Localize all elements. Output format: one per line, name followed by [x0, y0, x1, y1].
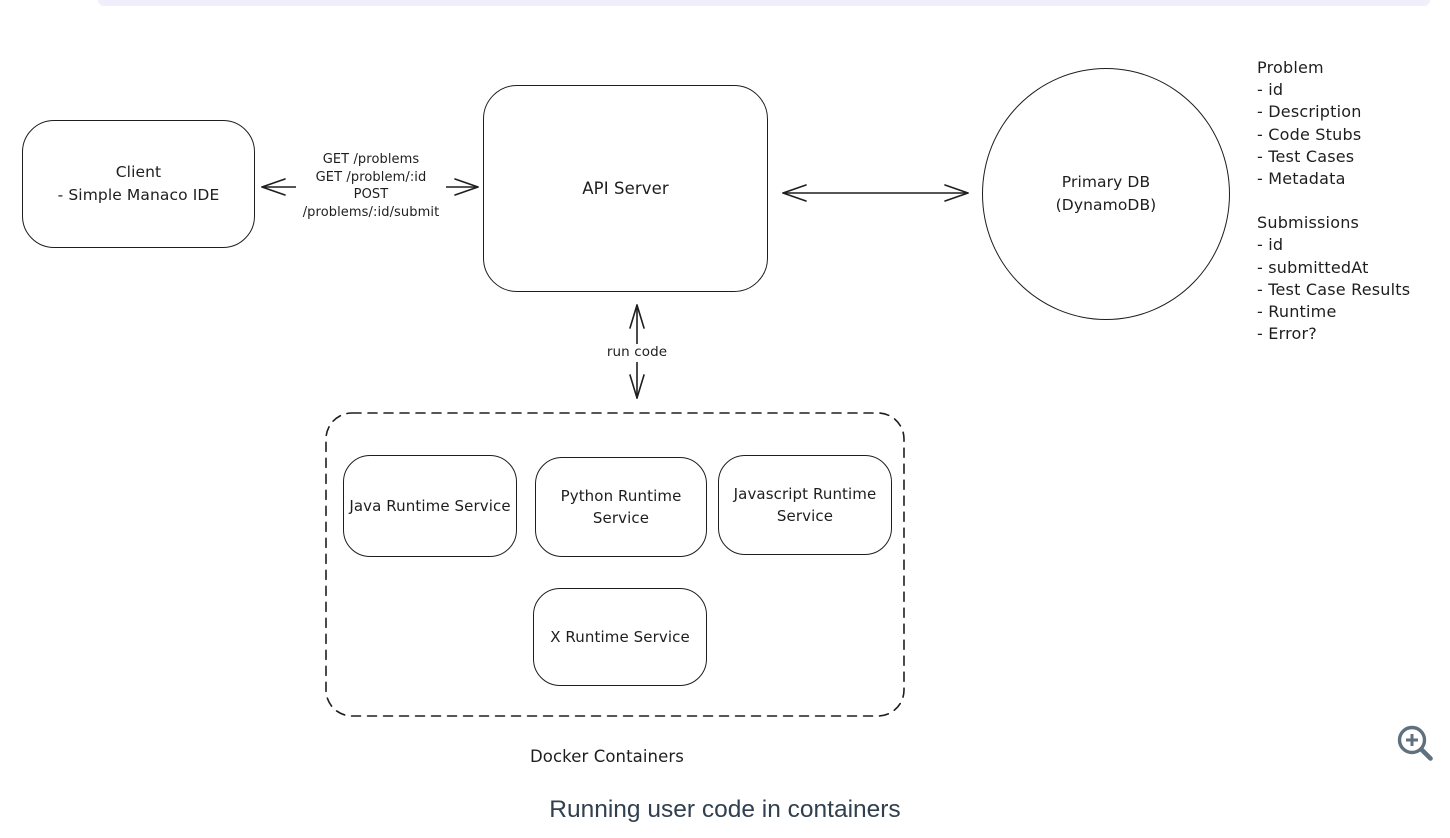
python-runtime-service-label-line2: Service — [592, 509, 650, 527]
x-runtime-service-node: X Runtime Service — [533, 588, 707, 686]
x-runtime-service-label: X Runtime Service — [550, 628, 690, 646]
figure-caption: Running user code in containers — [549, 796, 901, 823]
docker-containers-group-label: Docker Containers — [530, 747, 684, 766]
schema-field: - Runtime — [1257, 302, 1337, 322]
schema-field: - submittedAt — [1257, 257, 1369, 277]
arrow-label-line: POST — [353, 187, 389, 202]
db-schema-annotation: Problem - id - Description - Code Stubs … — [1257, 57, 1410, 345]
primary-db-subtitle: (DynamoDB) — [1055, 196, 1157, 214]
java-runtime-service-label: Java Runtime Service — [349, 497, 511, 515]
client-api-arrow-label: GET /problems GET /problem/:id POST /pro… — [296, 151, 446, 221]
run-code-arrow-label: run code — [601, 344, 673, 362]
primary-db-title: Primary DB — [1061, 173, 1151, 191]
primary-db-node: Primary DB (DynamoDB) — [982, 68, 1230, 320]
zoom-in-icon — [1397, 725, 1433, 761]
client-node: Client - Simple Manaco IDE — [22, 120, 255, 248]
docker-containers-group-border — [325, 412, 905, 717]
schema-submissions-title: Submissions — [1257, 213, 1360, 233]
schema-field: - id — [1257, 80, 1284, 100]
schema-field: - Test Cases — [1257, 146, 1355, 166]
schema-field: - Description — [1257, 102, 1362, 122]
zoom-in-button[interactable] — [1393, 721, 1437, 769]
api-db-arrow — [782, 184, 969, 202]
schema-field: - Code Stubs — [1257, 124, 1362, 144]
javascript-runtime-service-node: Javascript Runtime Service — [718, 455, 892, 555]
arrow-label-line: /problems/:id/submit — [302, 204, 440, 220]
schema-field: - Test Case Results — [1257, 279, 1411, 299]
javascript-runtime-service-label-line1: Javascript Runtime — [733, 485, 877, 503]
javascript-runtime-service-label-line2: Service — [776, 507, 834, 525]
python-runtime-service-node: Python Runtime Service — [535, 457, 707, 557]
schema-field: - Error? — [1257, 324, 1317, 344]
java-runtime-service-node: Java Runtime Service — [343, 455, 517, 557]
api-server-label: API Server — [582, 179, 669, 198]
api-server-node: API Server — [483, 85, 768, 292]
arrow-label-line: GET /problems — [322, 152, 420, 167]
schema-field: - id — [1257, 235, 1284, 255]
schema-problem-title: Problem — [1257, 58, 1324, 77]
client-node-title: Client — [115, 163, 162, 181]
arrow-label-line: GET /problem/:id — [315, 169, 427, 185]
python-runtime-service-label-line1: Python Runtime — [560, 487, 682, 505]
top-panel-edge — [98, 0, 1430, 6]
schema-field: - Metadata — [1257, 169, 1346, 189]
schema-spacer — [1257, 190, 1410, 212]
client-node-subtitle: - Simple Manaco IDE — [57, 186, 220, 204]
